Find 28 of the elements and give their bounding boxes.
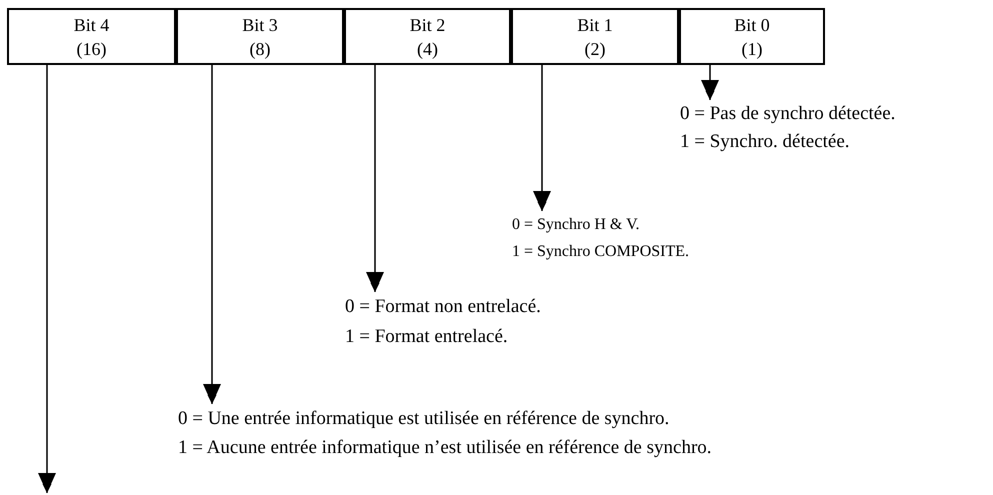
bit-label: Bit 1 (577, 14, 613, 36)
bit-label: Bit 2 (410, 14, 446, 36)
arrow (38, 65, 56, 493)
bit-cell (344, 8, 511, 65)
bit-label: (16) (76, 38, 106, 60)
value-description: 1 = Synchro COMPOSITE. (512, 242, 690, 262)
bit-cell (679, 8, 825, 65)
value-description: 1 = Format entrelacé. (345, 325, 508, 349)
arrow (533, 65, 551, 211)
bit-cell (7, 8, 176, 65)
arrow (203, 65, 221, 404)
value-description: 0 = Une entrée informatique est utilisée en référence de synchro. (178, 407, 670, 431)
arrow (366, 65, 384, 292)
bit-label: Bit 3 (242, 14, 278, 36)
value-description: 0 = Pas de synchro détectée. (680, 102, 896, 126)
bit-label: (1) (742, 38, 762, 60)
bit-cell (511, 8, 679, 65)
bit-label: (8) (250, 38, 270, 60)
bit-cell (176, 8, 344, 65)
bit-label: (2) (584, 38, 606, 60)
value-description: 0 = Format non entrelacé. (345, 295, 541, 319)
bit-label: (4) (417, 38, 438, 60)
value-description: 1 = Aucune entrée informatique n’est utilisée en référence de synchro. (178, 436, 712, 460)
bit-label: Bit 0 (734, 14, 770, 36)
arrow (701, 65, 719, 100)
value-description: 0 = Synchro H & V. (512, 215, 640, 235)
bit-label: Bit 4 (74, 14, 110, 36)
value-description: 1 = Synchro. détectée. (680, 130, 850, 154)
